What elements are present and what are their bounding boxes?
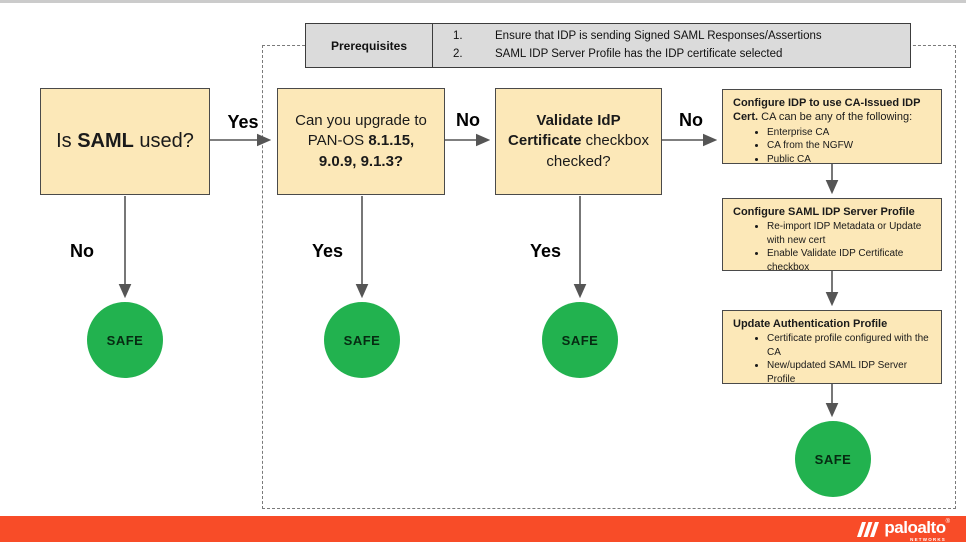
action-title: Configure IDP to use CA-Issued IDP Cert.…	[733, 97, 921, 124]
action-box-configure-idp-ca-cert: Configure IDP to use CA-Issued IDP Cert.…	[722, 89, 942, 167]
decision-text: checkbox checked?	[546, 132, 649, 170]
action-box-update-authentication-profile: Update Authentication Profile Certificat…	[722, 310, 942, 386]
paloalto-logo: paloalto® NETWORKS	[857, 518, 950, 542]
safe-terminal-circle: SAFE	[795, 421, 871, 497]
safe-terminal-circle: SAFE	[324, 302, 400, 378]
edge-label-no: No	[70, 241, 94, 261]
prerequisite-text: SAML IDP Server Profile has the IDP cert…	[495, 47, 783, 60]
prerequisites-box: Prerequisites 1. Ensure that IDP is send…	[305, 23, 911, 68]
top-border-strip	[0, 0, 966, 3]
edge-label-yes: Yes	[312, 241, 344, 261]
action-title: Update Authentication Profile	[733, 318, 888, 330]
edge-label-no: No	[456, 110, 480, 130]
edge-label-yes: Yes	[530, 241, 562, 261]
paloalto-logo-tagline: NETWORKS	[910, 537, 946, 542]
prerequisite-item: 1. Ensure that IDP is sending Signed SAM…	[453, 28, 910, 46]
paloalto-logo-icon	[857, 521, 880, 537]
action-bullet-list: Re-import IDP Metadata or Update with ne…	[733, 220, 933, 274]
decision-box-validate-idp-certificate: Validate IdP Certificate checkbox checke…	[495, 88, 662, 195]
decision-text: Is	[56, 130, 78, 152]
action-bullet: New/updated SAML IDP Server Profile	[767, 359, 933, 386]
decision-text: Can you upgrade to PAN-OS	[295, 112, 427, 150]
prerequisite-text: Ensure that IDP is sending Signed SAML R…	[495, 29, 822, 42]
action-bullet: Enable Validate IDP Certificate checkbox	[767, 247, 933, 274]
decision-box-is-saml-used: Is SAML used?	[40, 88, 210, 195]
action-bullet: Certificate profile configured with the …	[767, 332, 933, 359]
safe-terminal-circle: SAFE	[542, 302, 618, 378]
action-bullet: Public CA	[767, 153, 933, 167]
prerequisite-item: 2. SAML IDP Server Profile has the IDP c…	[453, 46, 910, 64]
decision-text-bold: Validate IdP Certificate	[508, 112, 621, 150]
action-bullet: Re-import IDP Metadata or Update with ne…	[767, 220, 933, 247]
action-title: Configure SAML IDP Server Profile	[733, 206, 915, 218]
decision-text: used?	[133, 130, 194, 152]
footer-brand-bar: paloalto® NETWORKS	[0, 516, 966, 542]
action-box-configure-saml-idp-server-profile: Configure SAML IDP Server Profile Re-imp…	[722, 198, 942, 274]
decision-box-can-upgrade-panos: Can you upgrade to PAN-OS 8.1.15, 9.0.9,…	[277, 88, 445, 195]
action-bullet-list: Certificate profile configured with the …	[733, 332, 933, 386]
action-bullet: CA from the NGFW	[767, 139, 933, 153]
edge-label-no: No	[679, 110, 703, 130]
decision-text-bold: 8.1.15, 9.0.9, 9.1.3?	[318, 132, 415, 170]
edge-label-yes: Yes	[227, 112, 259, 132]
prerequisite-number: 2.	[453, 47, 463, 60]
paloalto-logo-wordmark: paloalto	[884, 518, 946, 537]
action-bullet: Enterprise CA	[767, 126, 933, 140]
action-bullet-list: Enterprise CA CA from the NGFW Public CA	[733, 126, 933, 167]
registered-mark: ®	[945, 519, 950, 525]
prerequisites-label: Prerequisites	[306, 24, 433, 67]
prerequisite-number: 1.	[453, 29, 463, 42]
decision-text-bold: SAML	[77, 130, 134, 152]
safe-terminal-circle: SAFE	[87, 302, 163, 378]
prerequisites-list: 1. Ensure that IDP is sending Signed SAM…	[433, 24, 910, 67]
